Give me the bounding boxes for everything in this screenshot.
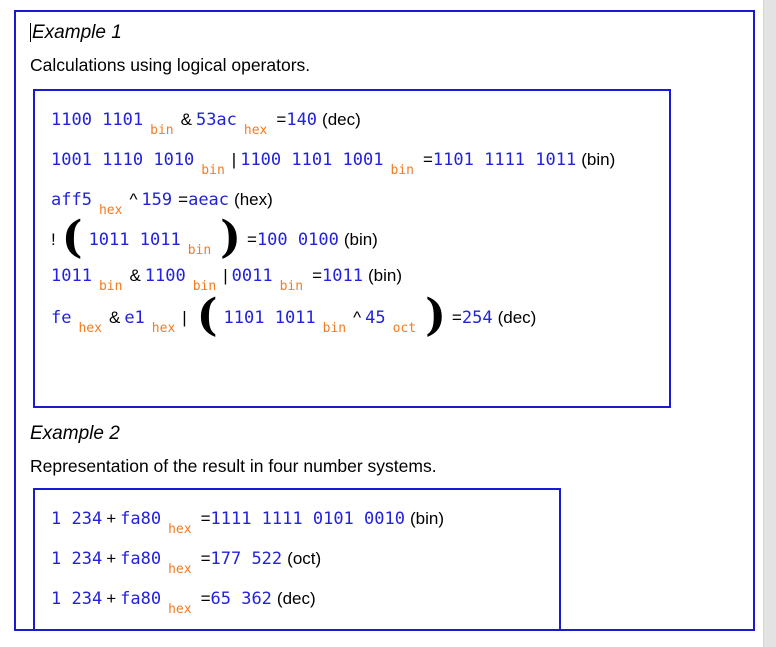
operand-value: aff5 <box>51 190 92 210</box>
radix-subscript: hex <box>151 321 176 336</box>
radix-subscript: bin <box>322 321 347 336</box>
operator-symbol: & <box>129 266 141 285</box>
radix-subscript: oct <box>392 321 417 336</box>
operand-value: 100 0100 <box>256 230 339 250</box>
radix-subscript: bin <box>279 279 304 294</box>
operand-value: 1011 1011 <box>88 230 181 250</box>
result-base-label: (bin) <box>343 230 378 249</box>
row-or-bin-bin: 1001 1110 1010 bin |1100 1101 1001 bin =1101… <box>35 150 669 177</box>
operand-value: 1100 1101 1001 <box>240 150 384 170</box>
radix-subscript: bin <box>390 163 414 178</box>
operand-value: 177 522 <box>210 549 283 569</box>
operator-symbol: & <box>180 110 192 129</box>
radix-subscript: hex <box>168 602 192 617</box>
example-1-subheading: Calculations using logical operators. <box>30 55 311 75</box>
equals-symbol: = <box>422 150 433 169</box>
example-2-heading: Example 2 <box>30 423 120 444</box>
equals-symbol: = <box>200 589 211 608</box>
operator-symbol: ^ <box>129 190 138 209</box>
operand-value: 1011 <box>51 266 92 286</box>
operand-value: fe <box>51 308 72 328</box>
row-sum-oct: 1 234+fa80 hex =177 522(oct) <box>35 549 559 576</box>
equals-symbol: = <box>451 308 462 327</box>
operand-value: 1111 1111 0101 0010 <box>210 509 405 529</box>
operand-value: fa80 <box>120 509 162 529</box>
result-base-label: (oct) <box>287 549 322 568</box>
result-base-label: (bin) <box>409 509 444 528</box>
document-frame: Example 1 Calculations using logical ope… <box>14 10 755 631</box>
operand-value: 1100 <box>144 266 186 286</box>
not-operator-symbol: ! <box>51 230 56 249</box>
operand-value: 159 <box>141 190 173 210</box>
operator-symbol: + <box>106 549 117 568</box>
operand-value: 254 <box>461 308 493 328</box>
operator-symbol: ^ <box>353 308 362 327</box>
equals-symbol: = <box>200 509 211 528</box>
radix-subscript: bin <box>98 279 123 294</box>
row-sum-bin: 1 234+fa80 hex =1111 1111 0101 0010(bin) <box>35 509 559 536</box>
result-base-label: (bin) <box>581 150 616 169</box>
operator-symbol: | <box>182 308 187 327</box>
radix-subscript: hex <box>168 522 192 537</box>
text-cursor-icon <box>30 23 31 42</box>
radix-subscript: hex <box>243 123 268 138</box>
operand-value: 1 234 <box>51 509 103 529</box>
radix-subscript: bin <box>201 163 225 178</box>
operand-value: 65 362 <box>210 589 272 609</box>
operand-value: 45 <box>365 308 386 328</box>
page-gutter-scrollbar[interactable] <box>763 0 776 647</box>
radix-subscript: bin <box>187 243 212 258</box>
equals-symbol: = <box>312 266 323 285</box>
result-base-label: (dec) <box>276 589 316 608</box>
row-and-bin-hex: 1100 1101 bin&53ac hex =140(dec) <box>35 110 669 137</box>
operand-value: 1 234 <box>51 549 103 569</box>
operator-symbol: + <box>106 589 117 608</box>
radix-subscript: hex <box>98 203 123 218</box>
operand-value: 1 234 <box>51 589 103 609</box>
row-sum-dec: 1 234+fa80 hex =65 362(dec) <box>35 589 559 616</box>
operand-value: 140 <box>286 110 318 130</box>
operand-value: 53ac <box>195 110 237 130</box>
radix-subscript: hex <box>168 562 192 577</box>
result-base-label: (bin) <box>367 266 402 285</box>
operand-value: aeac <box>188 190 230 210</box>
operator-symbol: + <box>106 509 117 528</box>
result-base-label: (dec) <box>497 308 537 327</box>
row-xor-hex: aff5 hex ^159 =aeac(hex) <box>35 190 669 217</box>
result-base-label: (dec) <box>322 110 361 129</box>
operand-value: e1 <box>124 308 145 328</box>
operand-value: fa80 <box>120 589 162 609</box>
operand-value: fa80 <box>120 549 162 569</box>
operator-symbol: | <box>231 150 237 169</box>
operand-value: 1101 1011 <box>223 308 316 328</box>
equals-symbol: = <box>276 110 287 129</box>
example-2-subheading: Representation of the result in four num… <box>30 456 437 476</box>
equals-symbol: = <box>200 549 211 568</box>
operand-value: 1011 <box>322 266 363 286</box>
example-1-heading-label: Example 1 <box>32 22 122 43</box>
operand-value: 0011 <box>231 266 273 286</box>
operand-value: 1100 1101 <box>51 110 144 130</box>
operand-value: 1101 1111 1011 <box>432 150 577 170</box>
equals-symbol: = <box>178 190 189 209</box>
radix-subscript: bin <box>192 279 217 294</box>
operand-value: 1001 1110 1010 <box>51 150 195 170</box>
operator-symbol: | <box>223 266 228 285</box>
example-1-heading: Example 1 <box>30 23 122 42</box>
result-base-label: (hex) <box>234 190 273 209</box>
radix-subscript: hex <box>78 321 102 336</box>
radix-subscript: bin <box>150 123 174 138</box>
document-body: Example 1 Calculations using logical ope… <box>16 12 753 629</box>
equals-symbol: = <box>247 230 257 249</box>
operator-symbol: & <box>108 308 121 327</box>
